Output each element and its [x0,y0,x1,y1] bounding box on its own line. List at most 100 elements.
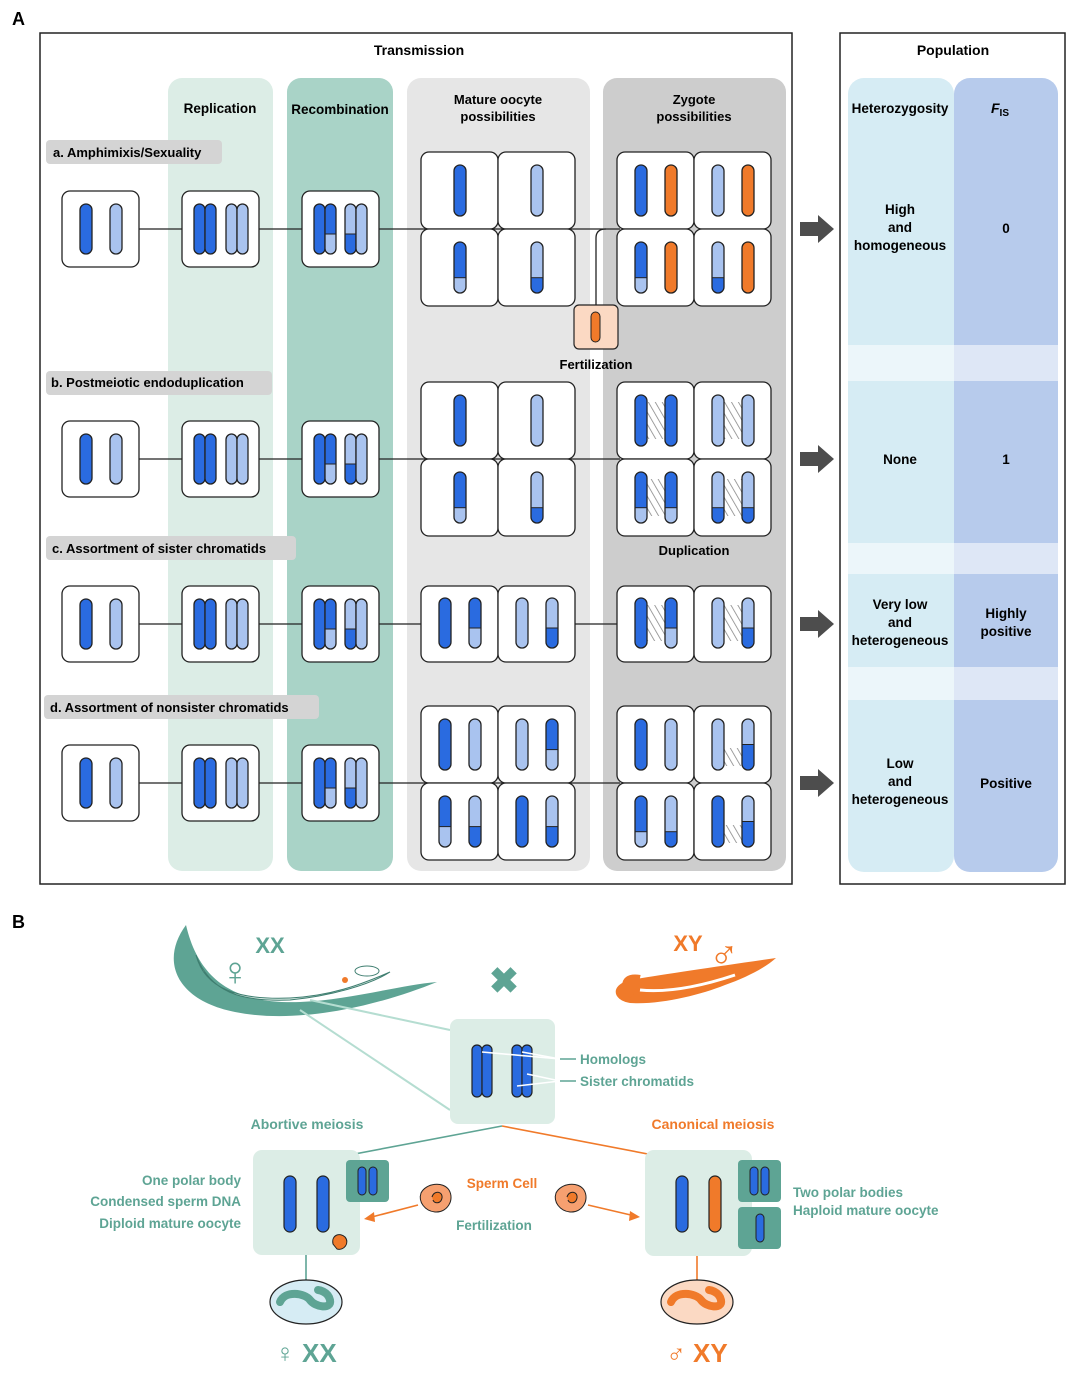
chromosome [193,433,206,485]
chromosome [204,598,217,650]
population-row-gap [848,543,1058,574]
cohesion-hatch [722,825,744,843]
male-embryo-icon [660,1279,734,1325]
chromosome [711,597,725,649]
chromosome [236,757,249,809]
panel-a-label: A [12,9,25,29]
chromosome [664,394,678,447]
zygote-box [616,705,695,784]
homologs-label: Homologs [580,1052,646,1067]
chromosome [109,598,123,650]
fis-a: 0 [1002,221,1010,236]
zygote-box [616,228,695,307]
chromosome [515,795,529,848]
mature-oocyte-header-line1: Mature oocyte [454,92,542,107]
chromosome [79,433,93,485]
fis-d: Positive [980,776,1032,791]
mature-oocyte-header-line2: possibilities [460,109,535,124]
heterozygosity-d-line3: heterogeneous [852,792,949,807]
chromosome [344,598,357,650]
chromosome [236,433,249,485]
chromosome [355,757,368,809]
chromosome [634,394,648,447]
chromosome [741,597,755,649]
chromosome [344,757,357,809]
chromosome [664,471,678,524]
chromosome [225,433,238,485]
mature-oocyte-box [497,782,576,861]
chromosome [741,241,755,294]
chromosome [664,241,678,294]
chromosome [313,203,326,255]
row-d-arrow [800,769,834,797]
transmission-title: Transmission [374,42,464,58]
chromosome [634,164,648,217]
cross-icon: ✖ [489,960,519,1001]
chromosome [438,718,452,771]
chromosome [664,597,678,649]
chromosome [711,241,725,294]
chromosome [204,757,217,809]
sperm-cell-left-icon [419,1183,452,1213]
chromosome [468,795,482,848]
sperm-cell-label: Sperm Cell [467,1176,538,1191]
chromosome [634,241,648,294]
chromosome [741,795,755,848]
zygote-box [693,782,772,861]
chromosome [453,471,467,524]
chromosome [313,598,326,650]
row-b-arrow [800,445,834,473]
chromosome [79,203,93,255]
fertilization-arrow-left [367,1204,419,1219]
row-label-d-text: d. Assortment of nonsister chromatids [50,700,289,715]
heterozygosity-c-line3: heterogeneous [852,633,949,648]
chromosome [634,718,648,771]
chromosome [634,471,648,524]
fis-c-line1: Highly [985,606,1027,621]
cohesion-hatch [722,605,744,641]
zygote-box [616,151,695,230]
heterozygosity-c-line1: Very low [873,597,928,612]
chromosome [193,757,206,809]
initial-cell-box [61,744,140,822]
chromosome [530,471,544,524]
chromosome [193,203,206,255]
fertilization-connector [595,228,607,305]
chromosome [530,394,544,447]
population-values: High and homogeneous 0 None 1 Very low a… [852,202,1033,807]
heterozygosity-a-line2: and [888,220,912,235]
chromosome [313,433,326,485]
chromosome [204,433,217,485]
chromosome [545,718,559,771]
chromosome [236,598,249,650]
male-worm-illustration [615,958,776,1004]
row-c-arrow [800,610,834,638]
chromosome [530,164,544,217]
mature-oocyte-box [497,705,576,784]
abortive-note-3: Diploid mature oocyte [99,1216,241,1231]
abortive-note-2: Condensed sperm DNA [90,1194,241,1209]
panel-b-label: B [12,912,25,932]
row-label-a: a. Amphimixis/Sexuality [46,140,222,164]
zygote-box [693,151,772,230]
chromosome [515,718,529,771]
row-label-c-text: c. Assortment of sister chromatids [52,541,266,556]
chromosome [664,718,678,771]
mature-oocyte-box [420,782,499,861]
fis-c-line2: positive [980,624,1032,639]
chromosome [324,757,337,809]
fertilization-label-b: Fertilization [456,1218,532,1233]
fis-header-main: F [991,100,1000,116]
male-karyotype: XY [673,931,703,956]
chromosome [453,394,467,447]
chromosome [355,203,368,255]
sperm-chromosome-box [573,304,619,350]
chromosome [634,795,648,848]
chromosome [545,597,559,649]
female-worm-illustration [173,925,437,1017]
replication-header: Replication [184,101,257,116]
chromosome [711,471,725,524]
heterozygosity-a-line1: High [885,202,915,217]
cohesion-hatch [722,479,744,516]
chromosome [711,394,725,447]
